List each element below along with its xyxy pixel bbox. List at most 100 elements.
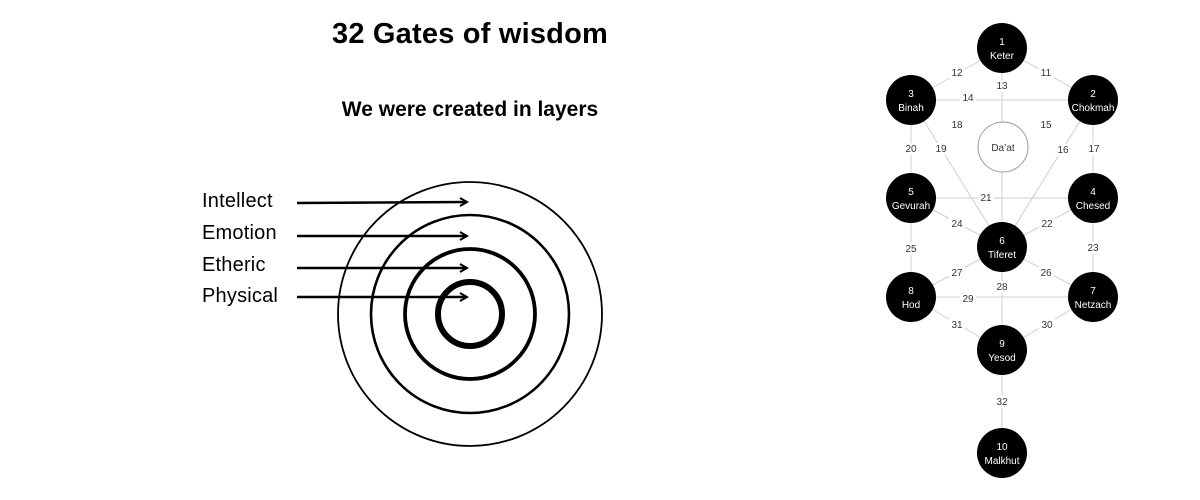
daat-node: Da’at: [977, 121, 1029, 173]
sephirah-circle: [977, 428, 1027, 478]
sephirah-name: Netzach: [1075, 300, 1112, 311]
sephirah-circle: [886, 272, 936, 322]
path-number-23: 23: [1087, 243, 1099, 254]
sephirah-number: 7: [1090, 286, 1096, 297]
path-number-17: 17: [1088, 144, 1100, 155]
path-label-bg: [903, 143, 919, 155]
sephirah-number: 3: [908, 89, 914, 100]
path-number-24: 24: [951, 219, 963, 230]
path-label-bg: [933, 143, 949, 155]
path-label-bg: [994, 80, 1010, 92]
sephirah-name: Hod: [902, 300, 920, 311]
sephirah-name: Chesed: [1076, 201, 1110, 212]
path-number-26: 26: [1040, 268, 1052, 279]
sephirah-circle: [977, 222, 1027, 272]
sephirah-name: Tiferet: [988, 250, 1016, 261]
path-label-bg: [960, 293, 976, 305]
path-label-bg: [903, 243, 919, 255]
sephirah-circle: [977, 23, 1027, 73]
sephirah-circle: [1068, 75, 1118, 125]
sephirah-number: 9: [999, 339, 1005, 350]
layer-label-emotion: Emotion: [202, 222, 277, 244]
path-label-bg: [1038, 67, 1054, 79]
daat-label: Da’at: [991, 143, 1015, 154]
path-number-25: 25: [905, 244, 917, 255]
path-label-bg: [949, 267, 965, 279]
path-label-bg: [949, 67, 965, 79]
path-number-15: 15: [1040, 120, 1052, 131]
sephirah-circle: [1068, 272, 1118, 322]
path-label-bg: [1085, 242, 1101, 254]
path-line-3-6: [910, 99, 1003, 248]
path-number-29: 29: [962, 294, 974, 305]
path-label-bg: [978, 192, 994, 204]
sephirah-number: 5: [908, 187, 914, 198]
path-number-20: 20: [905, 144, 917, 155]
sephirah-name: Gevurah: [892, 201, 930, 212]
sephirah-name: Yesod: [988, 353, 1015, 364]
path-number-18: 18: [951, 120, 963, 131]
layer-label-etheric: Etheric: [202, 254, 266, 276]
path-label-bg: [949, 319, 965, 331]
path-number-22: 22: [1041, 219, 1053, 230]
path-label-bg: [1055, 144, 1071, 156]
path-number-13: 13: [996, 81, 1008, 92]
layer-circle-intellect: [337, 181, 603, 447]
sephirah-circle: [886, 173, 936, 223]
sephirah-circle: [977, 325, 1027, 375]
path-line-2-6: [1001, 99, 1094, 248]
layer-circle-physical: [435, 279, 505, 349]
sephirah-circle: [886, 75, 936, 125]
path-number-31: 31: [951, 320, 963, 331]
path-number-32: 32: [996, 397, 1008, 408]
path-label-bg: [1086, 143, 1102, 155]
path-number-21: 21: [980, 193, 992, 204]
page-title: 32 Gates of wisdom: [332, 18, 608, 50]
layer-circle-etheric: [403, 247, 537, 381]
layer-label-intellect: Intellect: [202, 190, 273, 212]
path-number-14: 14: [962, 93, 974, 104]
path-label-bg: [1039, 218, 1055, 230]
path-label-bg: [1038, 119, 1054, 131]
path-number-11: 11: [1041, 68, 1052, 79]
path-label-bg: [949, 119, 965, 131]
path-number-27: 27: [951, 268, 963, 279]
sephirah-number: 8: [908, 286, 914, 297]
sephirah-name: Binah: [898, 103, 924, 114]
sephirah-number: 2: [1090, 89, 1096, 100]
path-label-bg: [1038, 267, 1054, 279]
path-number-16: 16: [1057, 145, 1069, 156]
path-label-bg: [1039, 319, 1055, 331]
page-subtitle: We were created in layers: [341, 98, 599, 121]
path-number-30: 30: [1041, 320, 1053, 331]
sephirah-name: Malkhut: [984, 456, 1019, 467]
sephirah-number: 10: [996, 442, 1008, 453]
path-label-bg: [994, 396, 1010, 408]
path-label-bg: [994, 281, 1010, 293]
sephirah-number: 1: [999, 37, 1005, 48]
sephirah-name: Chokmah: [1072, 103, 1115, 114]
path-label-bg: [949, 218, 965, 230]
sephirah-number: 4: [1090, 187, 1096, 198]
path-label-bg: [960, 92, 976, 104]
path-number-19: 19: [935, 144, 947, 155]
layer-circle-emotion: [369, 213, 571, 415]
arrow-intellect: [296, 202, 467, 203]
sephirah-number: 6: [999, 236, 1005, 247]
path-number-28: 28: [996, 282, 1008, 293]
sephirah-circle: [1068, 173, 1118, 223]
path-number-12: 12: [951, 68, 963, 79]
layer-label-physical: Physical: [202, 285, 279, 307]
